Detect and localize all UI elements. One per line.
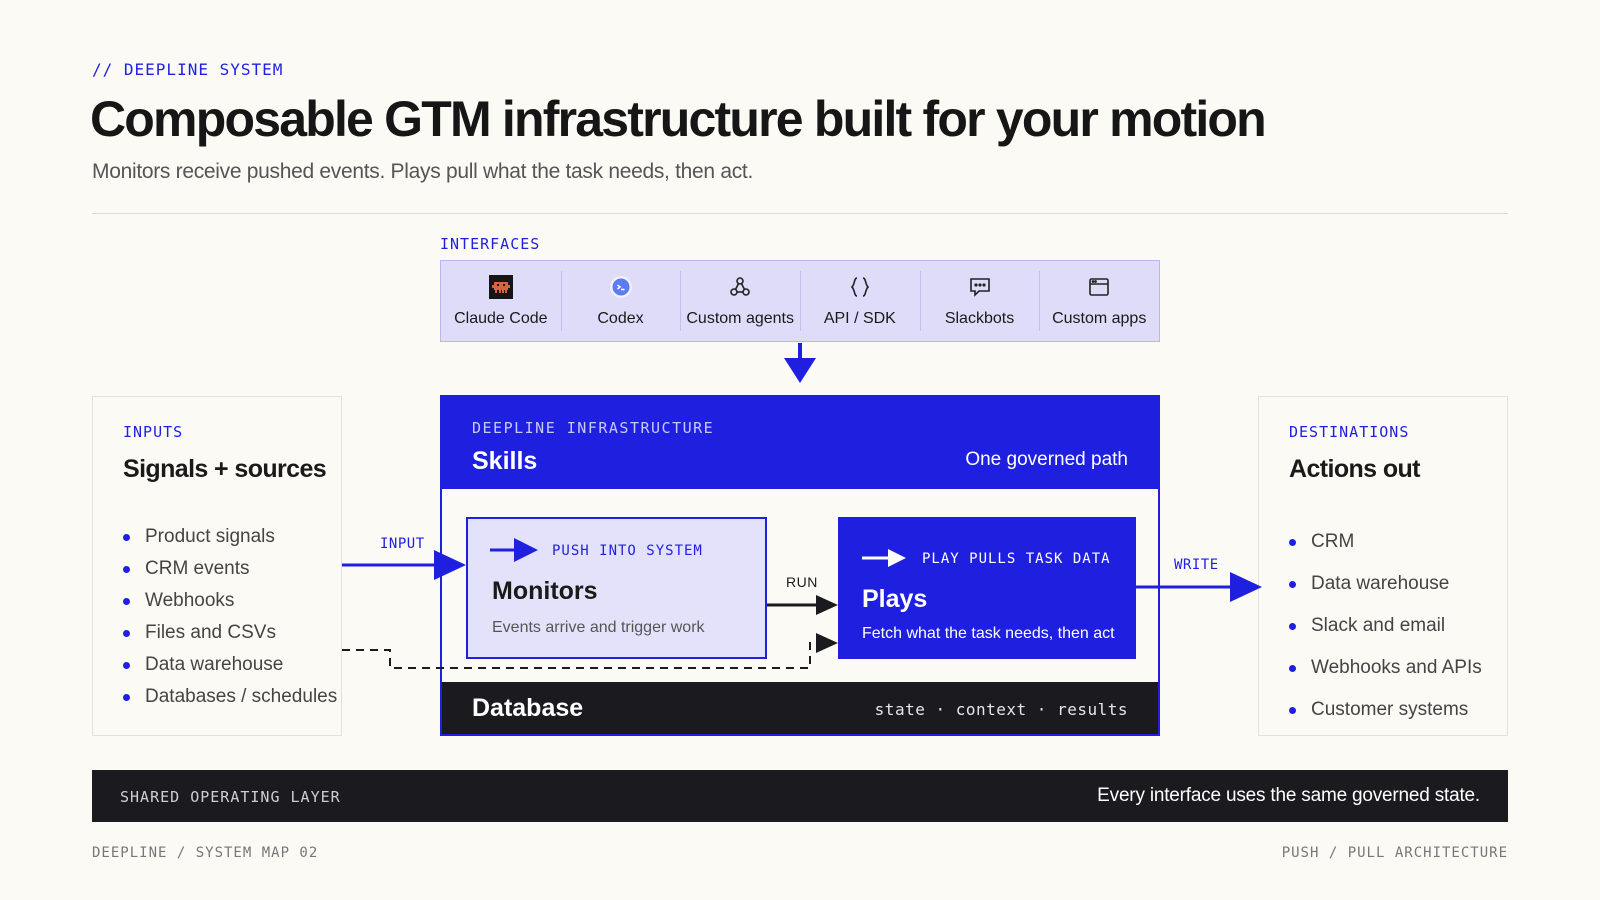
agents-network-icon bbox=[728, 274, 752, 300]
plays-title: Plays bbox=[862, 585, 928, 613]
destinations-title: Actions out bbox=[1289, 455, 1420, 483]
plays-card: PLAY PULLS TASK DATA Plays Fetch what th… bbox=[838, 517, 1136, 659]
destinations-list: CRM Data warehouse Slack and email Webho… bbox=[1289, 521, 1482, 731]
shared-operating-layer: SHARED OPERATING LAYER Every interface u… bbox=[92, 770, 1508, 822]
database-title: Database bbox=[472, 694, 584, 722]
monitors-title: Monitors bbox=[492, 577, 598, 605]
run-arrowhead bbox=[816, 595, 838, 615]
shared-layer-label: SHARED OPERATING LAYER bbox=[120, 788, 341, 806]
schedule-dashed-connector bbox=[342, 642, 818, 669]
plays-description: Fetch what the task needs, then act bbox=[862, 625, 1115, 642]
inputs-list: Product signals CRM events Webhooks File… bbox=[123, 521, 337, 713]
inputs-eyebrow: INPUTS bbox=[123, 423, 184, 441]
claude-code-icon bbox=[488, 274, 513, 300]
interface-label: Claude Code bbox=[454, 310, 548, 327]
write-flow-label: WRITE bbox=[1174, 557, 1219, 573]
input-arrowhead bbox=[434, 550, 466, 580]
interface-label: Custom agents bbox=[686, 310, 794, 327]
list-item: Data warehouse bbox=[123, 649, 337, 681]
interface-slackbots[interactable]: Slackbots bbox=[919, 261, 1040, 341]
list-item: Webhooks and APIs bbox=[1289, 647, 1482, 689]
pull-arrow-icon bbox=[862, 547, 908, 574]
braces-icon bbox=[848, 274, 872, 300]
chat-bubble-icon bbox=[968, 274, 992, 300]
interfaces-label: INTERFACES bbox=[440, 235, 541, 253]
interface-custom-agents[interactable]: Custom agents bbox=[680, 261, 800, 341]
interface-label: Custom apps bbox=[1052, 310, 1147, 327]
monitors-card: PUSH INTO SYSTEM Monitors Events arrive … bbox=[466, 517, 767, 659]
list-item: Files and CSVs bbox=[123, 617, 337, 649]
interface-label: Codex bbox=[597, 310, 644, 327]
interfaces-arrowhead bbox=[784, 358, 816, 383]
page-title: Composable GTM infrastructure built for … bbox=[90, 91, 1267, 147]
interface-label: API / SDK bbox=[823, 310, 896, 327]
list-item: Webhooks bbox=[123, 585, 337, 617]
list-item: Product signals bbox=[123, 521, 337, 553]
list-item: Databases / schedules bbox=[123, 681, 337, 713]
database-bar: Database state · context · results bbox=[442, 682, 1158, 734]
push-arrow-icon bbox=[490, 535, 540, 570]
header-divider bbox=[92, 213, 1508, 214]
interface-api-sdk[interactable]: API / SDK bbox=[800, 261, 920, 341]
inputs-card: INPUTS Signals + sources Product signals… bbox=[92, 396, 342, 736]
interface-custom-apps[interactable]: Custom apps bbox=[1039, 261, 1159, 341]
interface-label: Slackbots bbox=[944, 310, 1015, 327]
schedule-arrowhead bbox=[816, 633, 838, 653]
monitors-description: Events arrive and trigger work bbox=[492, 619, 705, 636]
destinations-card: DESTINATIONS Actions out CRM Data wareho… bbox=[1258, 396, 1508, 736]
list-item: Data warehouse bbox=[1289, 563, 1482, 605]
section-eyebrow: // DEEPLINE SYSTEM bbox=[92, 60, 284, 79]
codex-icon bbox=[609, 274, 633, 300]
plays-eyebrow: PLAY PULLS TASK DATA bbox=[922, 551, 1111, 567]
write-arrowhead bbox=[1230, 572, 1262, 602]
footer-left: DEEPLINE / SYSTEM MAP 02 bbox=[92, 845, 319, 861]
inputs-title: Signals + sources bbox=[123, 455, 327, 483]
list-item: CRM bbox=[1289, 521, 1482, 563]
skills-header: DEEPLINE INFRASTRUCTURE Skills One gover… bbox=[442, 397, 1158, 489]
app-window-icon bbox=[1087, 274, 1111, 300]
destinations-eyebrow: DESTINATIONS bbox=[1289, 423, 1410, 441]
interfaces-bar: Claude Code Codex Custom agents API / SD… bbox=[440, 260, 1160, 342]
list-item: Customer systems bbox=[1289, 689, 1482, 731]
infrastructure-eyebrow: DEEPLINE INFRASTRUCTURE bbox=[472, 419, 715, 437]
interface-codex[interactable]: Codex bbox=[560, 261, 681, 341]
input-flow-label: INPUT bbox=[380, 536, 425, 552]
skills-tagline: One governed path bbox=[965, 449, 1128, 470]
footer-right: PUSH / PULL ARCHITECTURE bbox=[1281, 845, 1508, 861]
interface-claude-code[interactable]: Claude Code bbox=[441, 261, 561, 341]
list-item: CRM events bbox=[123, 553, 337, 585]
monitors-eyebrow: PUSH INTO SYSTEM bbox=[552, 543, 703, 559]
infrastructure-block: DEEPLINE INFRASTRUCTURE Skills One gover… bbox=[440, 395, 1160, 736]
page-subtitle: Monitors receive pushed events. Plays pu… bbox=[92, 160, 753, 183]
skills-title: Skills bbox=[472, 447, 538, 475]
run-flow-label: RUN bbox=[786, 574, 818, 590]
list-item: Slack and email bbox=[1289, 605, 1482, 647]
shared-layer-statement: Every interface uses the same governed s… bbox=[1097, 785, 1480, 806]
database-meta: state · context · results bbox=[874, 700, 1128, 719]
